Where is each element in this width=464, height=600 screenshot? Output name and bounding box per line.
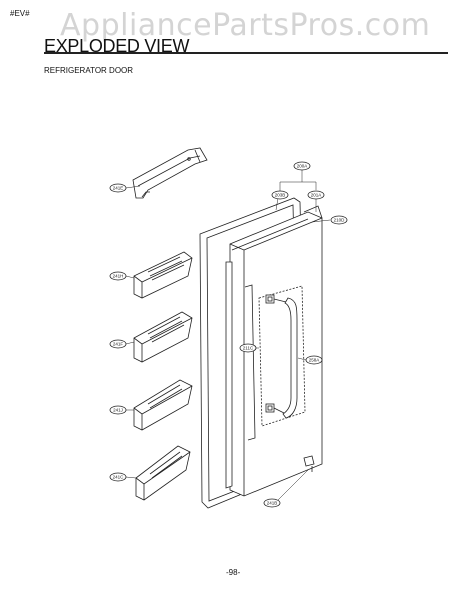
callout-200A: 200A bbox=[293, 161, 311, 171]
callout-241B: 241B bbox=[263, 498, 281, 508]
door-handle-part bbox=[244, 284, 306, 441]
svg-text:203B: 203B bbox=[275, 193, 286, 198]
svg-text:200A: 200A bbox=[297, 164, 308, 169]
svg-text:211C: 211C bbox=[243, 346, 254, 351]
svg-text:241C: 241C bbox=[113, 475, 125, 480]
corner-code: #EV# bbox=[10, 9, 30, 18]
watermark: AppliancePartsPros.com bbox=[60, 8, 431, 43]
svg-text:258A: 258A bbox=[309, 358, 320, 363]
leader-lines bbox=[125, 170, 331, 501]
svg-text:210D: 210D bbox=[334, 218, 346, 223]
door-bin-part bbox=[133, 311, 193, 363]
svg-text:241H: 241H bbox=[113, 274, 124, 279]
door-panel-part bbox=[225, 205, 323, 497]
door-bin-part bbox=[135, 445, 191, 501]
callout-241F: 241F bbox=[109, 339, 127, 349]
door-cap-part bbox=[132, 147, 208, 199]
title-rule bbox=[44, 52, 448, 54]
callout-241C: 241C bbox=[109, 472, 127, 482]
door-hinge-part bbox=[303, 455, 315, 472]
svg-text:241J: 241J bbox=[113, 408, 123, 413]
svg-text:201A: 201A bbox=[311, 193, 322, 198]
callout-203B: 203B bbox=[271, 190, 289, 200]
callout-210D: 210D bbox=[330, 215, 348, 225]
svg-text:241F: 241F bbox=[113, 342, 124, 347]
svg-text:241B: 241B bbox=[267, 501, 278, 506]
section-title: REFRIGERATOR DOOR bbox=[44, 66, 134, 75]
door-bin-part bbox=[133, 251, 193, 299]
door-bin-part bbox=[133, 379, 193, 431]
callout-241J: 241J bbox=[109, 405, 127, 415]
svg-text:241E: 241E bbox=[113, 186, 124, 191]
callout-258A: 258A bbox=[305, 355, 323, 365]
page-number: -98- bbox=[226, 568, 241, 577]
callout-211C: 211C bbox=[239, 343, 257, 353]
callout-201A: 201A bbox=[307, 190, 325, 200]
callout-241H: 241H bbox=[109, 271, 127, 281]
callout-241E: 241E bbox=[109, 183, 127, 193]
page-title: EXPLODED VIEW bbox=[44, 36, 190, 56]
